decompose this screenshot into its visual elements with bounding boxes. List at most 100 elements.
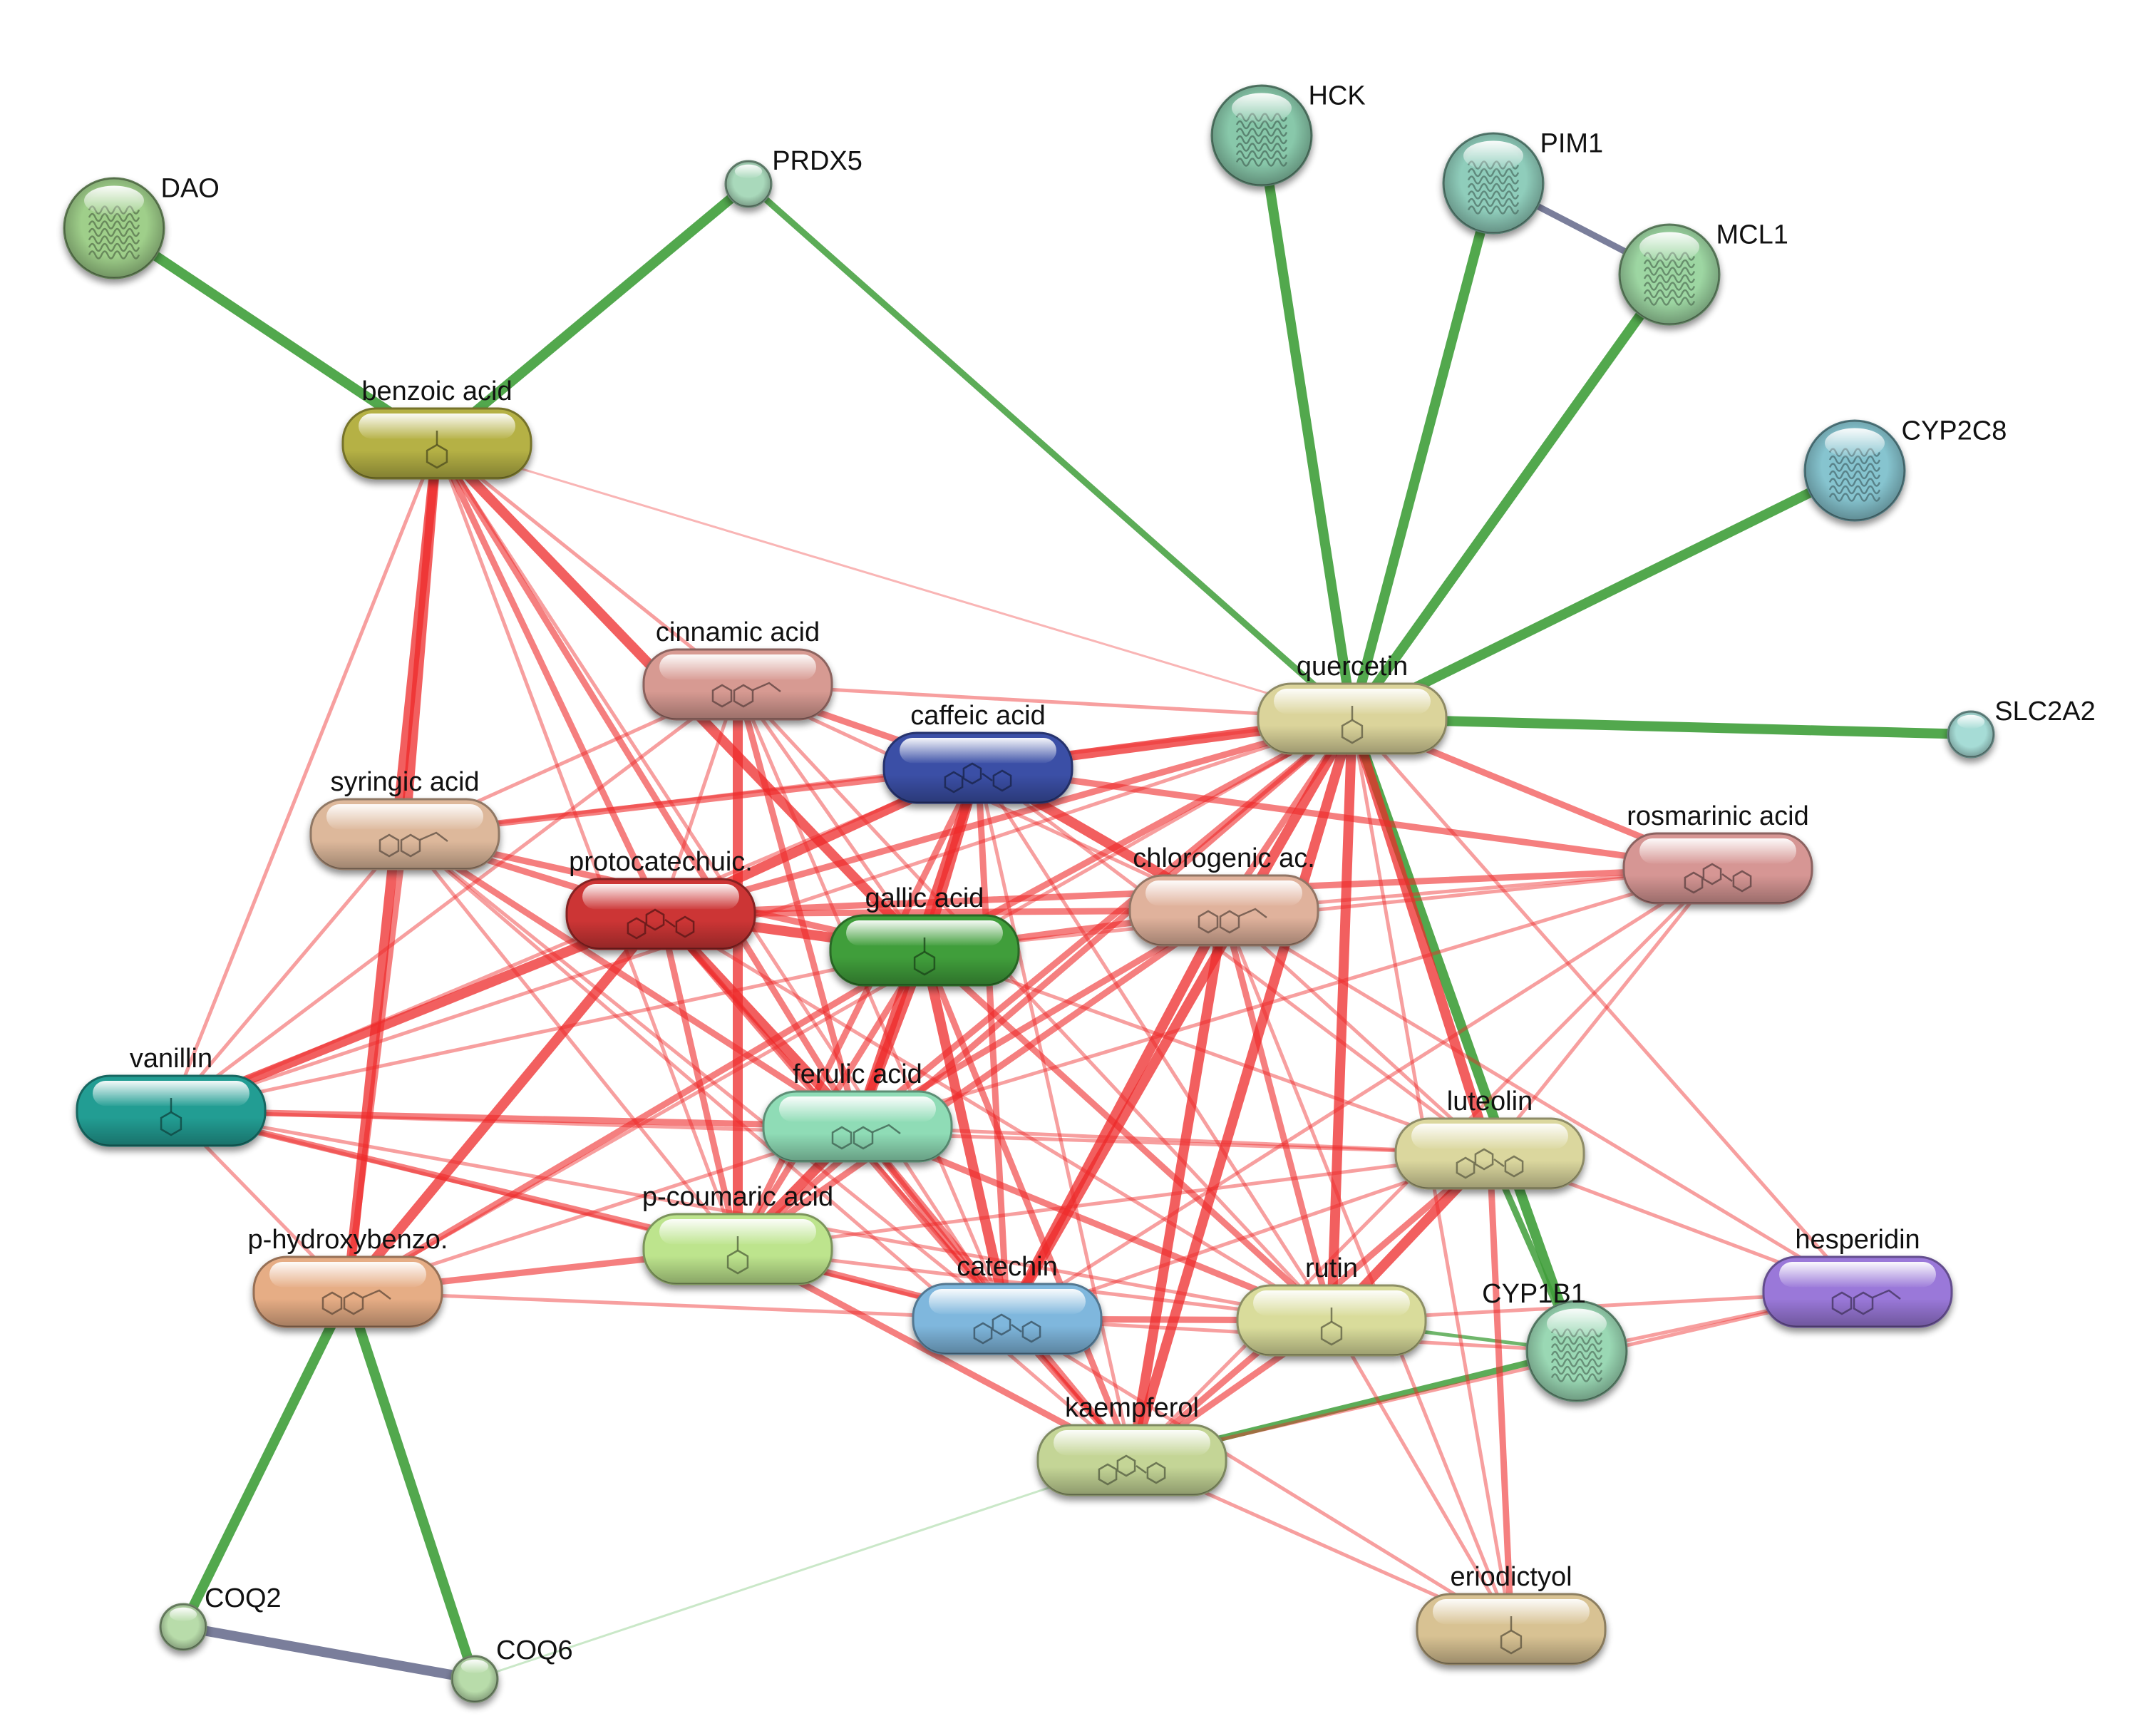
node-highlight — [734, 164, 763, 178]
node-rutin[interactable]: rutin — [1236, 1253, 1427, 1357]
edge-chlorogenic-eriodictyol — [1222, 908, 1513, 1631]
node-kaempferol[interactable]: kaempferol — [1036, 1393, 1227, 1496]
node-DAO[interactable]: DAO — [63, 174, 220, 279]
node-label: COQ2 — [205, 1583, 282, 1613]
node-caffeic[interactable]: caffeic acid — [882, 701, 1073, 804]
node-vanillin[interactable]: vanillin — [76, 1044, 267, 1147]
node-protocatechuic[interactable]: protocatechuic. — [565, 847, 756, 950]
node-highlight — [1253, 1290, 1410, 1316]
node-label: cinnamic acid — [656, 617, 820, 647]
node-highlight — [929, 1289, 1086, 1315]
molecule-icon — [160, 1098, 182, 1136]
node-highlight — [582, 884, 739, 910]
node-COQ2[interactable]: COQ2 — [159, 1583, 282, 1651]
node-highlight — [359, 414, 515, 439]
node-quercetin[interactable]: quercetin — [1257, 652, 1448, 755]
edge-benzoic-vanillin — [169, 441, 439, 1113]
edge-catechin-eriodictyol — [1005, 1317, 1513, 1631]
node-label: hesperidin — [1795, 1225, 1920, 1255]
edge-phydroxy-catechin — [346, 1290, 1009, 1321]
edge-vanillin-ferulic — [168, 1107, 861, 1130]
node-benzoic[interactable]: benzoic acid — [341, 376, 532, 480]
edge-luteolin-eriodictyol — [1486, 1150, 1515, 1633]
molecule-icon — [426, 431, 448, 469]
edge-phydroxy-COQ6 — [343, 1287, 480, 1684]
molecule-icon — [1198, 908, 1267, 934]
edge-quercetin-syringic — [403, 717, 1354, 836]
node-syringic[interactable]: syringic acid — [309, 767, 500, 870]
edge-HCK-quercetin — [1257, 130, 1357, 724]
edge-protocatechuic-phydroxy — [343, 909, 666, 1297]
node-phydroxy[interactable]: p-hydroxybenzo. — [248, 1225, 448, 1328]
node-label: kaempferol — [1065, 1393, 1199, 1423]
edge-hesperidin-kaempferol — [1130, 1290, 1860, 1462]
node-label: protocatechuic. — [569, 847, 753, 877]
edge-protocatechuic-rutin — [659, 912, 1334, 1322]
node-highlight — [84, 185, 144, 216]
node-label: rutin — [1305, 1253, 1358, 1283]
node-chlorogenic[interactable]: chlorogenic ac. — [1128, 843, 1319, 947]
node-highlight — [659, 654, 816, 680]
node-label: eriodictyol — [1450, 1562, 1572, 1592]
node-highlight — [1639, 232, 1699, 262]
node-highlight — [1957, 714, 1985, 729]
edge-phydroxy-COQ2 — [178, 1287, 353, 1632]
protein-structure-icon — [1643, 252, 1696, 306]
node-highlight — [1411, 1124, 1568, 1149]
edge-SLC2A2-quercetin — [1347, 714, 1976, 739]
node-highlight — [1463, 140, 1523, 171]
edge-gallic-vanillin — [169, 948, 927, 1113]
node-hesperidin[interactable]: hesperidin — [1762, 1225, 1953, 1328]
node-highlight — [659, 1219, 816, 1245]
node-label: COQ6 — [496, 1635, 573, 1665]
edge-chlorogenic-rutin — [1220, 907, 1335, 1324]
node-pcoumaric[interactable]: p-coumaric acid — [642, 1182, 833, 1285]
node-label: caffeic acid — [910, 701, 1045, 731]
node-cinnamic[interactable]: cinnamic acid — [642, 617, 833, 721]
node-label: vanillin — [130, 1044, 212, 1074]
node-highlight — [269, 1262, 426, 1288]
node-label: p-coumaric acid — [642, 1182, 833, 1212]
edge-caffeic-syringic — [401, 764, 982, 838]
node-label: quercetin — [1297, 652, 1408, 682]
node-rosmarinic[interactable]: rosmarinic acid — [1622, 801, 1813, 905]
node-label: PRDX5 — [772, 146, 862, 176]
edge-rosmarinic-luteolin — [1488, 866, 1720, 1156]
molecule-icon — [1320, 1308, 1343, 1346]
node-highlight — [169, 1607, 197, 1621]
node-highlight — [1433, 1599, 1590, 1625]
molecule-icon — [1831, 1289, 1901, 1315]
node-PRDX5[interactable]: PRDX5 — [724, 146, 862, 208]
edge-syringic-pcoumaric — [403, 832, 740, 1251]
edge-chlorogenic-kaempferol — [1127, 905, 1229, 1465]
node-eriodictyol[interactable]: eriodictyol — [1416, 1562, 1607, 1665]
molecule-icon — [711, 682, 781, 708]
edge-quercetin-protocatechuic — [657, 715, 1356, 918]
molecule-icon — [1500, 1616, 1523, 1655]
node-COQ6[interactable]: COQ6 — [450, 1635, 573, 1703]
edge-gallic-kaempferol — [921, 947, 1136, 1464]
node-CYP2C8[interactable]: CYP2C8 — [1803, 416, 2007, 522]
node-PIM1[interactable]: PIM1 — [1442, 129, 1603, 235]
edge-benzoic-cinnamic — [435, 441, 740, 687]
node-SLC2A2[interactable]: SLC2A2 — [1947, 697, 2096, 759]
edge-chlorogenic-hesperidin — [1222, 908, 1860, 1294]
node-label: gallic acid — [865, 883, 984, 913]
node-luteolin[interactable]: luteolin — [1394, 1087, 1585, 1190]
node-highlight — [1232, 93, 1292, 123]
edge-rutin-eriodictyol — [1329, 1318, 1513, 1631]
edge-PIM1-quercetin — [1347, 178, 1498, 724]
edge-cinnamic-rutin — [736, 682, 1334, 1322]
node-MCL1[interactable]: MCL1 — [1618, 220, 1788, 326]
node-label: p-hydroxybenzo. — [248, 1225, 448, 1255]
node-label: luteolin — [1447, 1087, 1533, 1116]
node-gallic[interactable]: gallic acid — [829, 883, 1020, 987]
molecule-icon — [321, 1289, 391, 1315]
node-HCK[interactable]: HCK — [1210, 81, 1366, 187]
node-CYP1B1[interactable]: CYP1B1 — [1482, 1279, 1628, 1402]
node-catechin[interactable]: catechin — [912, 1252, 1103, 1355]
node-label: CYP1B1 — [1482, 1279, 1586, 1309]
node-ferulic[interactable]: ferulic acid — [762, 1059, 953, 1163]
node-label: CYP2C8 — [1902, 416, 2007, 446]
